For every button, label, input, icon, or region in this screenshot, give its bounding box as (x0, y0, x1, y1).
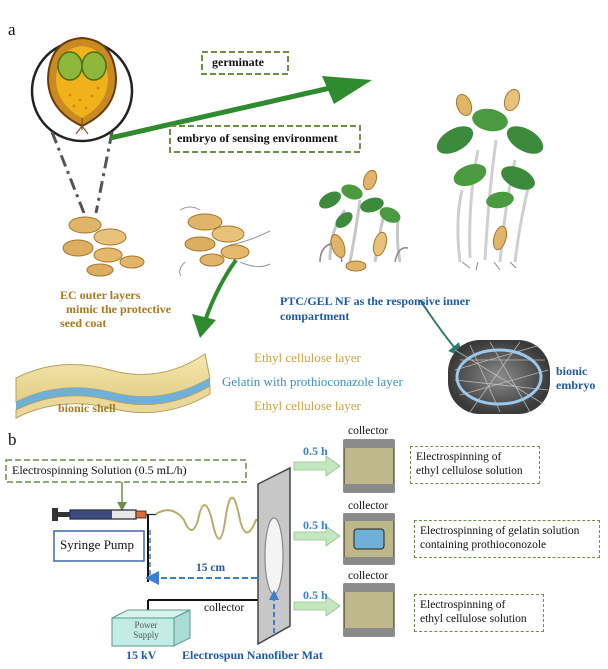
shell-arrow (204, 258, 238, 319)
distance-label: 15 cm (196, 562, 226, 574)
ptc-gel-line-2: compartment (280, 309, 350, 323)
power-supply-line-1: Power (134, 620, 158, 630)
step-3-line-2: ethyl cellulose solution (420, 613, 527, 625)
embryo-env-label: embryo of sensing environment (177, 131, 338, 145)
layer-gelatin: Gelatin with prothioconazole layer (222, 374, 403, 389)
layer-ec-top: Ethyl cellulose layer (254, 350, 361, 365)
voltage-label: 15 kV (126, 648, 157, 662)
young-seedlings (319, 169, 409, 272)
electrospinning-jet (155, 496, 263, 540)
mat-pointer-head (269, 590, 279, 600)
power-supply (111, 609, 191, 647)
step-arrows (293, 455, 341, 617)
solution-label: Electrospinning Solution (0.5 mL/h) (12, 463, 187, 477)
sprouting-seeds (179, 206, 271, 277)
step-3-collector-label: collector (348, 570, 389, 582)
connector-line-right (94, 131, 114, 214)
collector-step-1 (343, 439, 395, 493)
syringe-pump-box (53, 530, 145, 562)
ec-layers-line-2: mimic the protective (66, 302, 172, 316)
collector-step-2 (343, 513, 395, 565)
power-supply-label: Power Supply (126, 620, 166, 640)
step-1-time: 0.5 h (303, 444, 328, 458)
ec-layers-label: EC outer layers mimic the protective see… (60, 288, 171, 330)
mature-plant (436, 88, 544, 271)
step-1-box: Electrospinning of ethyl cellulose solut… (410, 446, 540, 484)
solution-box (5, 459, 247, 483)
seed-group (62, 216, 145, 277)
step-1-collector-label: collector (348, 425, 389, 437)
collector-step-3 (343, 583, 395, 637)
bionic-embryo-label: bionic embryo (556, 364, 595, 392)
syringe (52, 508, 156, 521)
germinate-arrow-head (322, 76, 372, 104)
seed-cross-section (30, 36, 134, 143)
bionic-embryo-line-2: embryo (556, 378, 596, 392)
step-3-line-1: Electrospinning of (420, 599, 506, 611)
panel-a-letter: a (8, 20, 16, 39)
ptc-gel-line-1: PTC/GEL NF as the responsive inner (280, 294, 471, 308)
ec-layers-line-1: EC outer layers (60, 288, 141, 302)
shell-arrow-head (192, 314, 216, 338)
ptc-gel-label: PTC/GEL NF as the responsive inner compa… (280, 294, 470, 324)
mat-label: Electrospun Nanofiber Mat (182, 648, 323, 662)
bionic-shell (15, 353, 211, 419)
bionic-embryo (448, 340, 550, 414)
embryo-arrow (419, 299, 463, 358)
step-2-box: Electrospinning of gelatin solution cont… (414, 520, 600, 558)
panel-b-letter: b (8, 430, 17, 449)
bionic-embryo-line-1: bionic (556, 364, 588, 378)
step-2-line-1: Electrospinning of gelatin solution (420, 525, 580, 537)
step-3-time: 0.5 h (303, 588, 328, 602)
germinate-box (201, 51, 289, 75)
bionic-shell-label: bionic shell (58, 401, 116, 415)
step-1-line-1: Electrospinning of (416, 451, 502, 463)
germinate-label: germinate (212, 55, 264, 69)
layer-ec-bottom: Ethyl cellulose layer (254, 398, 361, 413)
step-2-time: 0.5 h (303, 518, 328, 532)
step-2-line-2: containing prothioconozole (420, 539, 547, 551)
germinate-arrow (109, 85, 331, 141)
step-2-collector-label: collector (348, 500, 389, 512)
main-collector-label: collector (204, 602, 245, 614)
syringe-pump-label: Syringe Pump (60, 537, 135, 552)
step-3-box: Electrospinning of ethyl cellulose solut… (414, 594, 544, 632)
power-supply-line-2: Supply (133, 630, 159, 640)
embryo-env-box (169, 125, 361, 153)
nanofiber-mat (264, 517, 284, 595)
solution-arrow-head (117, 502, 127, 511)
step-1-line-2: ethyl cellulose solution (416, 465, 523, 477)
wire-collector (148, 595, 269, 601)
ec-layers-line-3: seed coat (60, 316, 107, 330)
connector-line-left (50, 131, 86, 214)
